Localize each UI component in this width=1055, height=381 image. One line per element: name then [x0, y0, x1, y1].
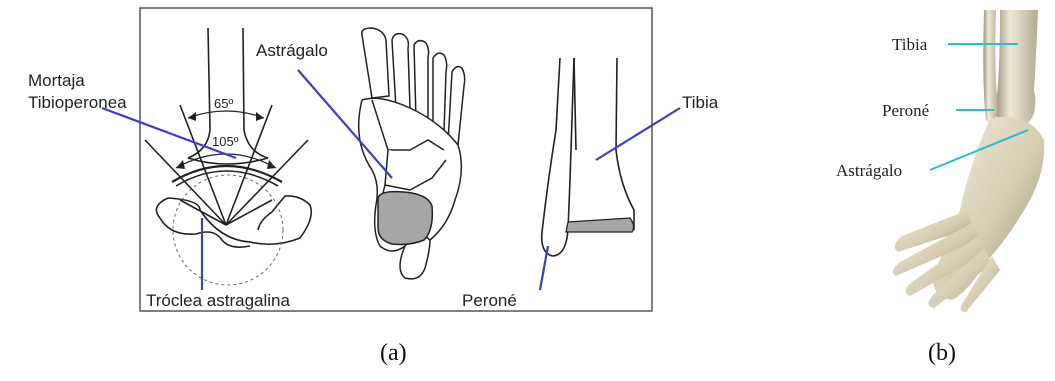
label-tibia-b: Tibia — [892, 35, 928, 54]
caption-b: (b) — [928, 340, 956, 367]
label-angle-105: 105º — [212, 134, 239, 149]
caption-a: (a) — [380, 340, 407, 367]
label-mortaja-line1: Mortaja — [28, 71, 85, 90]
label-astragalo-b: Astrágalo — [836, 161, 902, 180]
label-angle-65: 65º — [214, 96, 233, 111]
tibia-bone — [995, 10, 1038, 128]
label-troclea: Tróclea astragalina — [146, 291, 290, 310]
label-tibia-a: Tibia — [682, 93, 719, 112]
label-mortaja-line2: Tibioperonea — [28, 93, 127, 112]
panel-a: Mortaja Tibioperonea 65º 105º Tróclea as… — [28, 8, 719, 311]
label-perone-a: Peroné — [462, 291, 517, 310]
panel-b: Tibia Peroné Astrágalo — [836, 10, 1044, 312]
label-perone-b: Peroné — [882, 101, 929, 120]
talus-shape — [378, 192, 432, 245]
label-astragalo-a: Astrágalo — [256, 41, 328, 60]
fibula-bone — [983, 10, 998, 122]
